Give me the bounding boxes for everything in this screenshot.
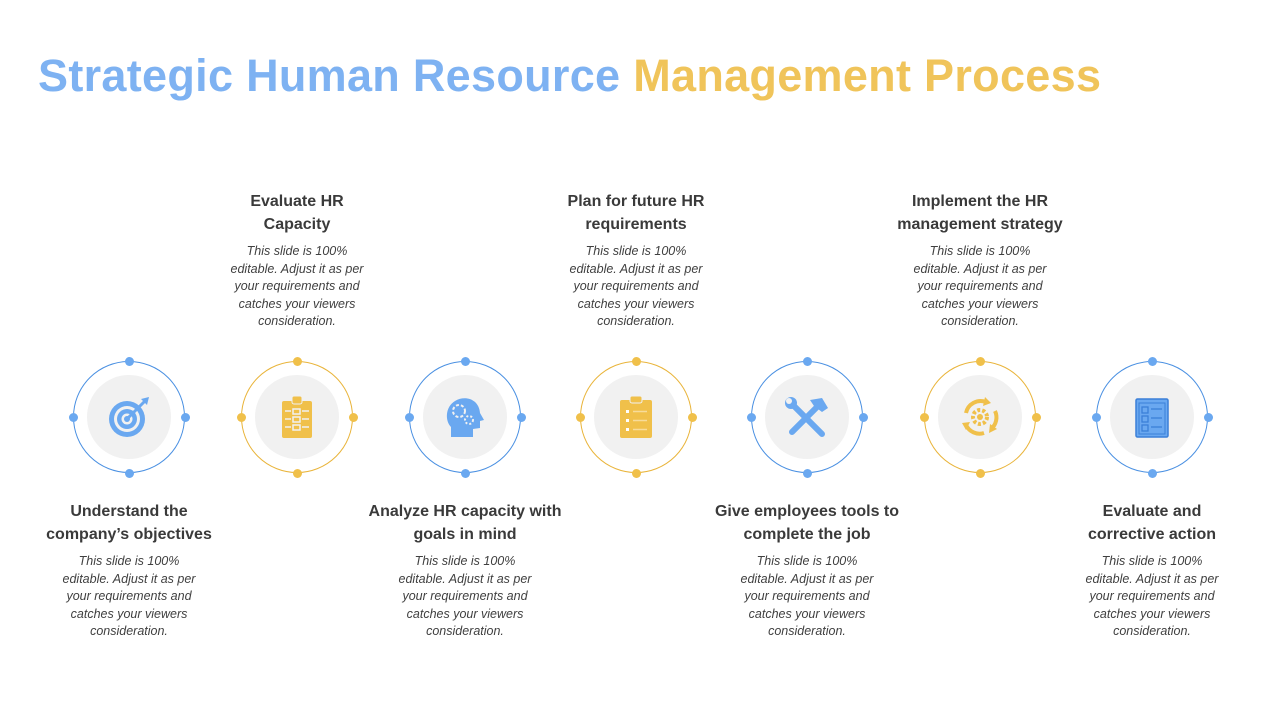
step-description: This slide is 100% editable. Adjust it a… bbox=[740, 554, 874, 639]
step-description: This slide is 100% editable. Adjust it a… bbox=[62, 554, 196, 639]
step-title: Implement the HR management strategy bbox=[897, 193, 1063, 233]
checklist-icon bbox=[1135, 398, 1169, 438]
title-part-1: Strategic Human Resource bbox=[38, 50, 621, 101]
step-3-node bbox=[404, 356, 526, 478]
head-gears-icon bbox=[446, 398, 484, 437]
step-description: This slide is 100% editable. Adjust it a… bbox=[230, 244, 364, 329]
page-title: Strategic Human Resource Management Proc… bbox=[38, 50, 1101, 102]
tools-icon bbox=[785, 397, 828, 437]
checklist-clipboard-icon bbox=[282, 395, 312, 438]
step-7-node bbox=[1091, 356, 1213, 478]
step-5-text: Give employees tools to complete the job… bbox=[707, 500, 907, 641]
step-1-node bbox=[68, 356, 190, 478]
step-4-node bbox=[575, 356, 697, 478]
step-description: This slide is 100% editable. Adjust it a… bbox=[569, 244, 703, 329]
step-title: Evaluate and corrective action bbox=[1087, 503, 1217, 543]
gear-cycle-icon bbox=[962, 397, 999, 436]
step-6-node bbox=[919, 356, 1041, 478]
step-title: Give employees tools to complete the job bbox=[714, 503, 900, 543]
target-icon bbox=[109, 397, 149, 437]
clipboard-list-icon bbox=[620, 396, 652, 438]
step-title: Analyze HR capacity with goals in mind bbox=[368, 503, 562, 543]
step-description: This slide is 100% editable. Adjust it a… bbox=[913, 244, 1047, 329]
step-title: Evaluate HR Capacity bbox=[250, 193, 344, 233]
title-part-2: Management Process bbox=[633, 50, 1102, 101]
step-title: Understand the company’s objectives bbox=[46, 503, 212, 543]
step-title: Plan for future HR requirements bbox=[567, 193, 705, 233]
step-description: This slide is 100% editable. Adjust it a… bbox=[1085, 554, 1219, 639]
step-2-node bbox=[236, 356, 358, 478]
step-5-node bbox=[746, 356, 868, 478]
step-description: This slide is 100% editable. Adjust it a… bbox=[398, 554, 532, 639]
